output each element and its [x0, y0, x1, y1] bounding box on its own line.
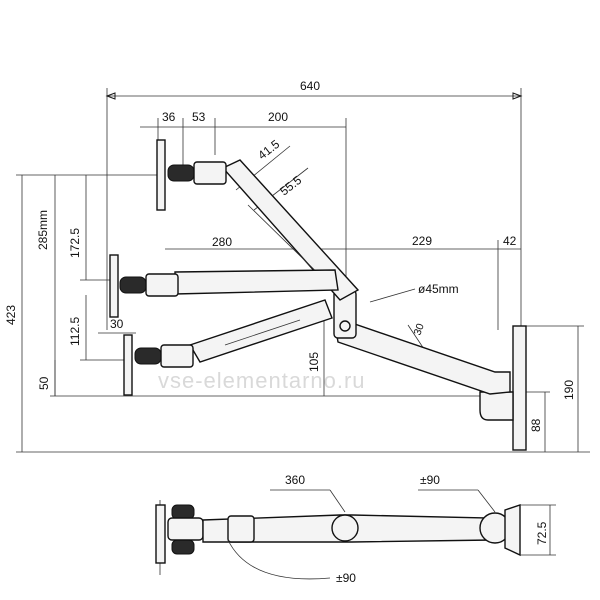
dim-label-30-angle: 30: [412, 322, 427, 337]
swivel-joint-top: [193, 161, 227, 185]
top-swivel: [227, 515, 255, 543]
upper-arm-high: [221, 159, 360, 301]
dim-label-90-bottom: ±90: [336, 571, 356, 585]
tilt-knob-mid: [119, 276, 147, 294]
dim-label-30-left: 30: [110, 317, 124, 331]
tilt-knob-top: [167, 164, 195, 182]
leader-45: [369, 288, 416, 303]
dim-label-55-5: 55.5: [277, 173, 304, 199]
watermark: vse-elementarno.ru: [158, 368, 366, 393]
arrow: [512, 92, 523, 100]
dim-label-200: 200: [268, 110, 288, 124]
top-tilt-knob-upper: [171, 504, 195, 520]
wall-mount-plate: [512, 325, 527, 451]
dim-label-53: 53: [192, 110, 206, 124]
dim-label-88: 88: [529, 418, 543, 432]
dim-label-190: 190: [562, 380, 576, 400]
vesa-plate-top: [156, 139, 166, 211]
tilt-knob-low: [134, 347, 162, 365]
dim-label-50: 50: [37, 376, 51, 390]
top-head: [167, 517, 204, 541]
dim-label-172-5: 172.5: [68, 228, 82, 258]
arrow: [105, 92, 116, 100]
top-pivot-circle: [331, 514, 359, 542]
upper-arm-mid: [174, 269, 339, 295]
dim-label-45: ø45mm: [418, 282, 459, 296]
vesa-plate-mid: [109, 254, 119, 318]
top-tilt-knob-lower: [171, 539, 195, 555]
upper-arm-low: [188, 299, 333, 363]
dim-label-229: 229: [412, 234, 432, 248]
dim-label-112-5: 112.5: [68, 317, 82, 346]
dim-label-640: 640: [300, 79, 320, 93]
swivel-joint-low: [160, 344, 194, 368]
dim-label-90-top: ±90: [420, 473, 440, 487]
vesa-plate-low: [123, 334, 133, 396]
gas-spring-low: [224, 319, 301, 346]
dim-label-41-5: 41.5: [255, 137, 282, 163]
leader-90-top: [477, 489, 496, 513]
dim-label-360: 360: [285, 473, 305, 487]
top-vesa-plate: [155, 504, 166, 564]
dim-label-36: 36: [162, 110, 176, 124]
leader-360: [329, 489, 346, 513]
dim-label-42: 42: [503, 234, 517, 248]
dim-label-72-5: 72.5: [535, 521, 549, 545]
top-wall-plate: [504, 504, 521, 557]
pivot-joint: [339, 320, 351, 332]
dim-label-423: 423: [4, 305, 18, 325]
swivel-joint-mid: [145, 273, 179, 297]
dim-label-105: 105: [307, 352, 321, 372]
leader-90-bottom: [227, 539, 331, 580]
base-clamp: [479, 391, 514, 421]
dim-label-285mm: 285mm: [36, 210, 50, 250]
dim-label-280: 280: [212, 235, 232, 249]
